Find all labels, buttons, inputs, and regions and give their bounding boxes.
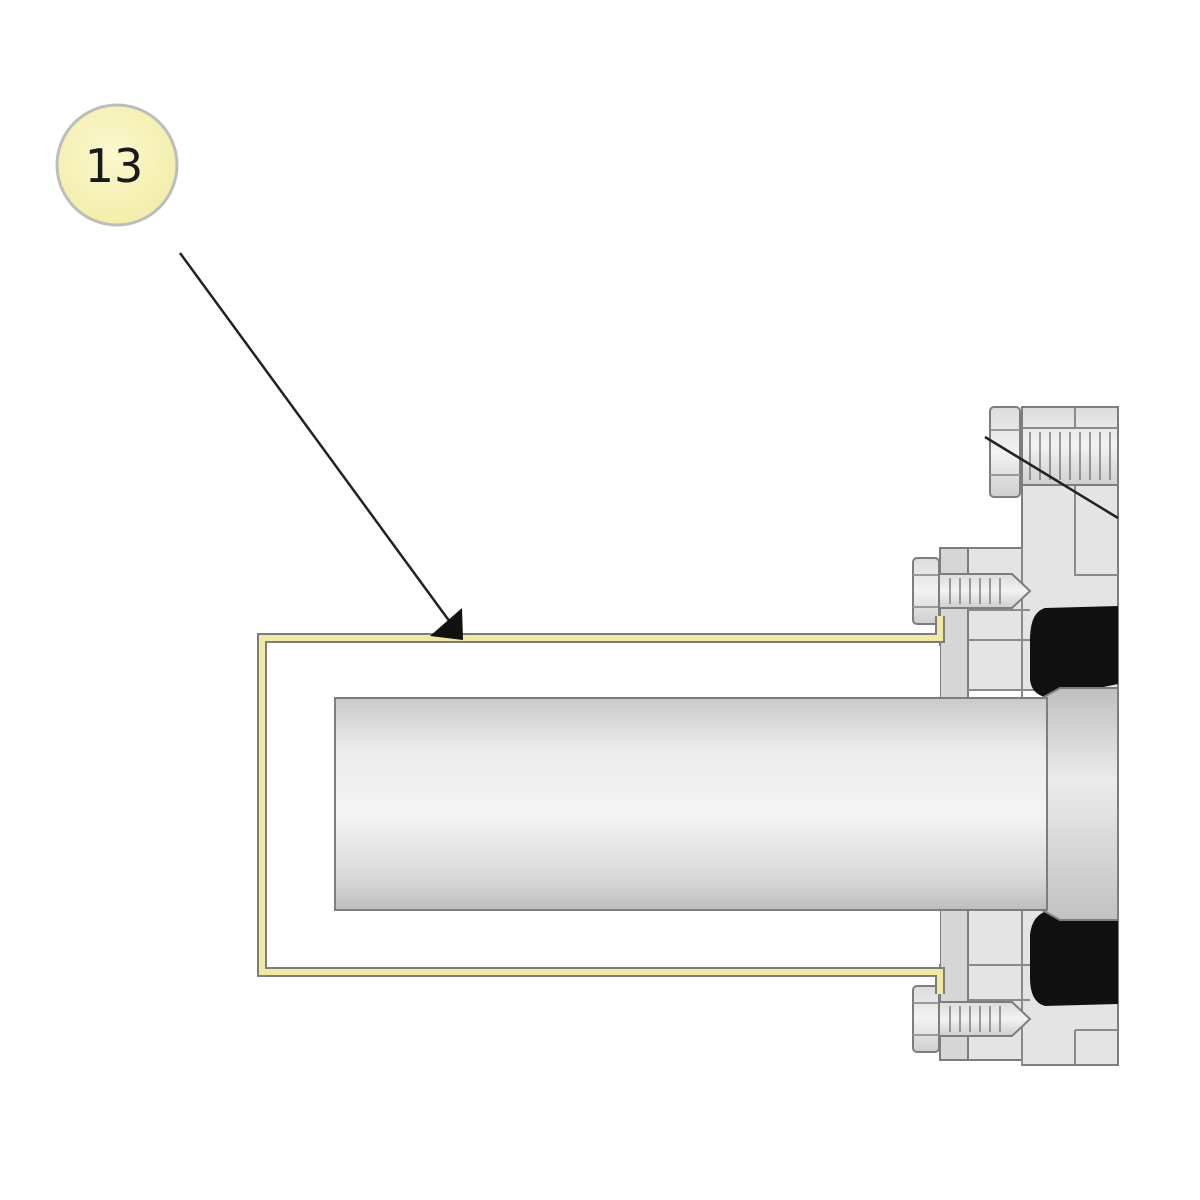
- upper-flange-bolt: [912, 557, 1032, 625]
- shaft: [334, 697, 1048, 911]
- lower-flange-bolt: [912, 985, 1032, 1053]
- shaft-cover-inner: [259, 616, 943, 994]
- top-bolt: [984, 406, 1119, 520]
- arrow-head-icon: [430, 608, 463, 640]
- upper-seal: [1030, 606, 1118, 698]
- callout-label: 13: [85, 139, 144, 193]
- callout-bubble: 13: [55, 103, 179, 227]
- shaft-hub: [1041, 687, 1119, 921]
- leader-arrow: [178, 252, 463, 640]
- lower-seal: [1030, 910, 1118, 1006]
